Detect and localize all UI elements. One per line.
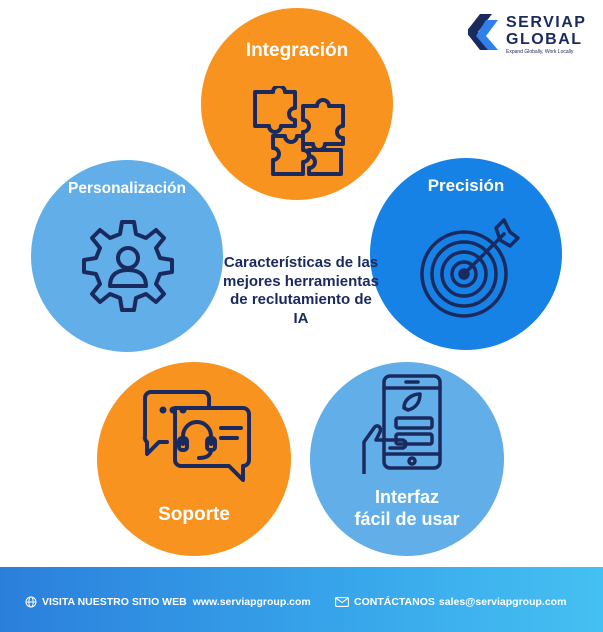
feature-soporte: Soporte bbox=[97, 362, 291, 556]
brand-name-line1: SERVIAP bbox=[506, 14, 587, 31]
chat-headset-icon bbox=[142, 390, 251, 482]
footer-website: VISITA NUESTRO SITIO WEB www.serviapgrou… bbox=[25, 596, 311, 608]
phone-hand-icon bbox=[362, 374, 442, 474]
footer-contact: CONTÁCTANOS sales@serviapgroup.com bbox=[335, 596, 566, 608]
feature-integracion-label: Integración bbox=[245, 40, 349, 61]
feature-interfaz-label-line1: Interfaz bbox=[374, 487, 439, 507]
footer-contact-label: CONTÁCTANOS bbox=[354, 596, 435, 608]
feature-precision: Precisión bbox=[370, 158, 562, 350]
feature-personalizacion-label: Personalización bbox=[67, 180, 186, 197]
brand-logo: SERVIAP GLOBAL Expand Globally, Work Loc… bbox=[468, 10, 598, 55]
feature-precision-label: Precisión bbox=[427, 176, 505, 195]
puzzle-icon bbox=[253, 86, 345, 176]
feature-interfaz: Interfaz fácil de usar bbox=[310, 362, 504, 556]
feature-soporte-label: Soporte bbox=[158, 504, 230, 525]
mail-icon bbox=[335, 597, 349, 607]
gear-user-icon bbox=[82, 220, 174, 312]
brand-name-line2: GLOBAL bbox=[506, 31, 583, 48]
feature-interfaz-label-line2: fácil de usar bbox=[354, 509, 460, 529]
footer-website-link[interactable]: www.serviapgroup.com bbox=[192, 596, 311, 608]
globe-icon bbox=[25, 596, 37, 608]
center-title: Características de las mejores herramien… bbox=[223, 254, 379, 327]
footer-contact-email[interactable]: sales@serviapgroup.com bbox=[438, 596, 567, 608]
brand-wordmark: SERVIAP GLOBAL Expand Globally, Work Loc… bbox=[506, 14, 586, 55]
feature-interfaz-label: Interfaz fácil de usar bbox=[310, 486, 504, 530]
footer-website-label: VISITA NUESTRO SITIO WEB bbox=[42, 596, 187, 608]
feature-personalizacion: Personalización bbox=[31, 160, 223, 352]
brand-mark-icon bbox=[468, 14, 498, 50]
target-arrow-icon bbox=[420, 218, 520, 318]
footer-bar: VISITA NUESTRO SITIO WEB www.serviapgrou… bbox=[0, 567, 603, 632]
brand-tagline: Expand Globally, Work Locally bbox=[506, 49, 574, 55]
feature-integracion: Integración bbox=[201, 8, 393, 200]
